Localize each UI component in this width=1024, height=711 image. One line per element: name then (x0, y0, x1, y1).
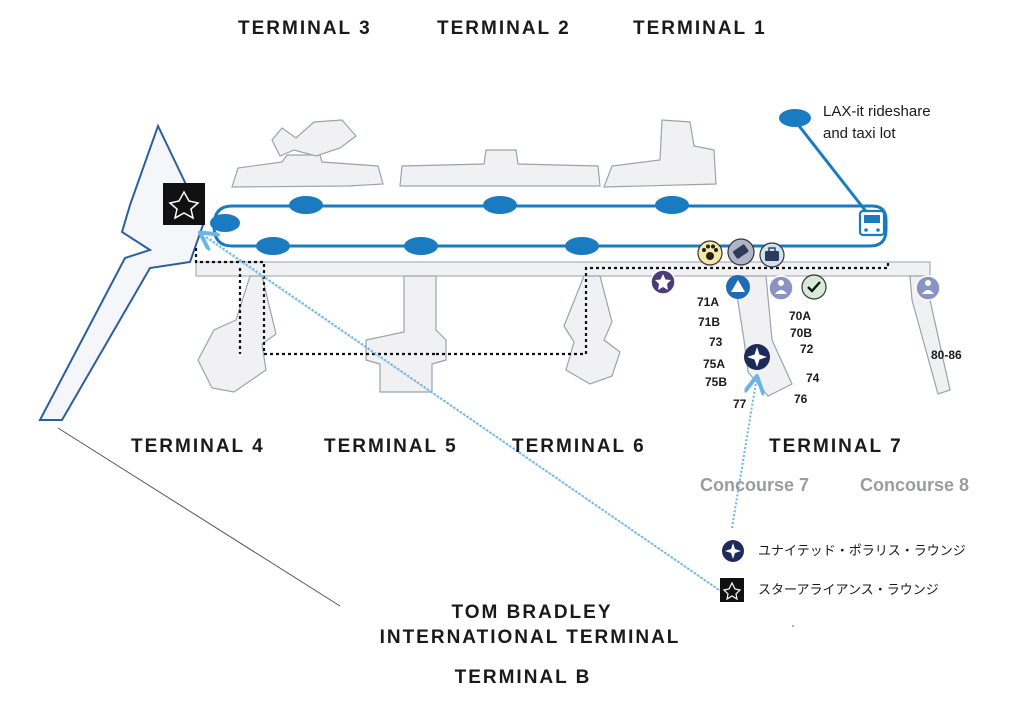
terminal-2-label: TERMINAL 2 (437, 18, 571, 39)
terminal-3-building (231, 154, 384, 188)
star-lounge-icon (650, 269, 676, 295)
shuttle-bus-icon (858, 209, 886, 237)
gate-80-86: 80-86 (931, 348, 962, 362)
triangle-icon (726, 275, 750, 299)
route-stop (483, 196, 517, 214)
rideshare-label-line1: LAX-it rideshare (823, 103, 931, 120)
tbit-pointer-line (57, 427, 341, 607)
nursing-room-icon (915, 275, 941, 301)
star-lounge-arrow-2 (202, 235, 723, 593)
paw-icon (697, 240, 723, 266)
terminal-5-building (365, 275, 447, 393)
rideshare-route (794, 121, 870, 215)
terminal-5-label: TERMINAL 5 (324, 436, 458, 457)
airside-connector (194, 248, 890, 356)
terminal-3-label: TERMINAL 3 (238, 18, 372, 39)
terminal-3-satellite (271, 119, 357, 157)
tbit-label-line1: TOM BRADLEY (451, 602, 613, 623)
rideshare-label-line2: and taxi lot (823, 125, 896, 142)
route-stop (779, 109, 811, 127)
polaris-lounge-icon (744, 344, 770, 370)
terminal-2-building (399, 149, 601, 187)
route-stop (289, 196, 323, 214)
gate-70a: 70A (789, 309, 812, 323)
concourse-8-label: Concourse 8 (860, 475, 970, 495)
route-stop (404, 237, 438, 255)
gate-72: 72 (800, 342, 814, 356)
legend-star-alliance-label: スターアライアンス・ラウンジ (758, 582, 939, 597)
checkmark-icon (801, 274, 827, 300)
concourse-7-label: Concourse 7 (700, 475, 810, 495)
gate-70b: 70B (790, 326, 813, 340)
legend-polaris-label: ユナイテッド・ポラリス・ラウンジ (758, 543, 966, 558)
legend-dot (792, 625, 794, 627)
polaris-lounge-icon (722, 540, 744, 562)
terminal-1-label: TERMINAL 1 (633, 18, 767, 39)
route-stop (210, 214, 240, 232)
gate-74: 74 (806, 371, 820, 385)
terminal-6-label: TERMINAL 6 (512, 436, 646, 457)
terminal-1-building (603, 119, 717, 188)
tbit-label-line2: INTERNATIONAL TERMINAL (379, 627, 681, 648)
terminal-4-building (197, 275, 277, 393)
nursing-room-icon (768, 275, 794, 301)
gate-77: 77 (733, 397, 747, 411)
gate-76: 76 (794, 392, 808, 406)
baggage-icon (759, 242, 785, 268)
route-stop (565, 237, 599, 255)
terminal-b-label: TERMINAL B (454, 667, 592, 688)
gate-75a: 75A (703, 357, 726, 371)
terminal-6-building (563, 275, 621, 385)
tbit-outline (38, 123, 206, 421)
gate-75b: 75B (705, 375, 728, 389)
route-stop (655, 196, 689, 214)
gate-73: 73 (709, 335, 723, 349)
star-alliance-icon (720, 578, 744, 602)
ticket-icon (727, 238, 755, 266)
gate-71b: 71B (698, 315, 721, 329)
star-alliance-icon (163, 183, 205, 225)
terminal-4-label: TERMINAL 4 (131, 436, 265, 457)
polaris-arrow (731, 382, 756, 529)
gate-71a: 71A (697, 295, 720, 309)
terminal-7-label: TERMINAL 7 (769, 436, 903, 457)
route-stop (256, 237, 290, 255)
